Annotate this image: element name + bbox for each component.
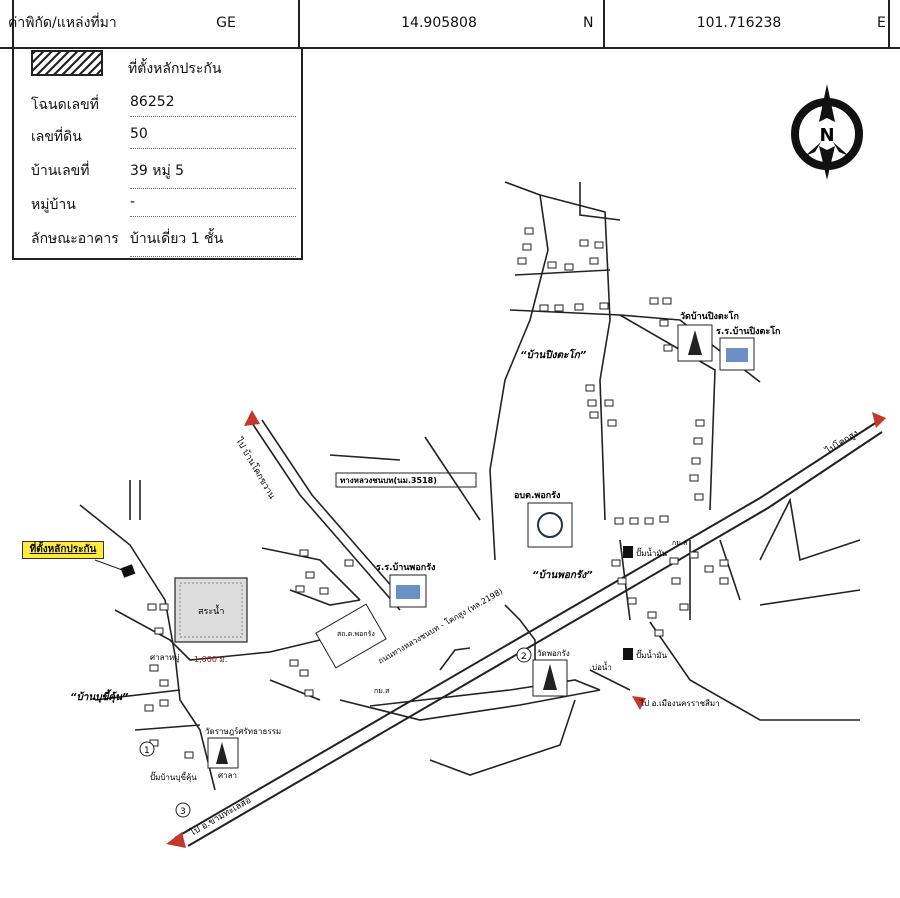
village-bukhum-label: “บ้านบุขี้คุ้น”	[70, 689, 129, 703]
collateral-location-label: ที่ตั้งหลักประกัน	[22, 541, 104, 559]
school-pingtako-label: ร.ร.บ้านปิงตะโก	[716, 325, 781, 337]
info-value: บ้านเดี่ยว 1 ชั้น	[130, 228, 296, 257]
kmor-1-label: กม.ส	[672, 539, 688, 547]
info-row: ลักษณะอาคาร บ้านเดี่ยว 1 ชั้น	[14, 220, 301, 257]
info-label: ลักษณะอาคาร	[31, 231, 119, 247]
gas-station-1-label: ปั๊มน้ำมัน	[636, 547, 668, 558]
to-ampoe-label: ไป อ.ขามทะเลสอ	[187, 795, 253, 839]
village-phokrang-label: “บ้านพอกรัง”	[532, 569, 593, 581]
longitude-dir: E	[877, 15, 886, 31]
marker-3-label: 3	[180, 807, 186, 817]
compass-letter: N	[819, 125, 834, 146]
info-value: 86252	[130, 94, 296, 117]
school-building	[726, 348, 748, 362]
info-label: หมู่บ้าน	[31, 197, 76, 213]
school-building	[396, 585, 420, 599]
emblem-circle	[537, 512, 563, 538]
collateral-legend-swatch	[31, 50, 103, 76]
info-label: เลขที่ดิน	[31, 129, 82, 145]
arrow-northwest-icon	[244, 410, 260, 426]
gas-pump-icon	[623, 648, 633, 660]
marker-1	[139, 741, 155, 757]
well-label: บ่อน้ำ	[592, 661, 612, 672]
gas-station-3-label: ปั๊มบ้านบุขี้คุ้น	[150, 771, 197, 782]
gas-station-2-label: ปั๊มน้ำมัน	[636, 649, 668, 660]
info-value: -	[130, 194, 296, 217]
compass-icon: N	[791, 84, 863, 180]
building-blocks	[144, 227, 729, 759]
gas-pump-icon	[623, 546, 633, 558]
temple-pingtako-label: วัดบ้านปิงตะโก	[680, 310, 739, 322]
marker-1-label: 1	[144, 746, 150, 756]
divider	[603, 0, 605, 48]
divider	[12, 0, 14, 48]
obt-emblem-icon	[527, 502, 573, 548]
rural-road-label-box	[335, 472, 477, 488]
to-khokkhwan-label: ไป บ้านโคกขวาน	[233, 435, 277, 501]
info-label: โฉนดเลขที่	[31, 97, 99, 113]
health-center-box	[315, 603, 387, 669]
latitude-dir: N	[583, 15, 594, 31]
rural-road-label: ทางหลวงชนบท(นม.3518)	[340, 476, 437, 485]
divider	[888, 0, 890, 48]
sala-label: ศาลา	[218, 771, 237, 780]
info-row: หมู่บ้าน -	[14, 186, 301, 218]
to-khoksung-label: ไปโคกสูง	[823, 428, 861, 457]
divider	[0, 47, 900, 49]
arrow-northeast-icon	[872, 412, 886, 428]
pond-shape	[174, 577, 248, 643]
marker-2-label: 2	[521, 652, 527, 662]
temple-spire	[216, 742, 228, 764]
info-row: บ้านเลขที่ 39 หมู่ 5	[14, 152, 301, 189]
temple-rat-label: วัดราษฎร์ศรัทธาธรรม	[205, 726, 281, 736]
village-pingtako-label: “บ้านปิงตะโก”	[520, 348, 587, 361]
info-value: 50	[130, 126, 296, 149]
pond-label: สระน้ำ	[198, 604, 224, 617]
temple-spire	[543, 664, 557, 690]
distance-label: 1,000 ม.	[194, 655, 227, 664]
obt-label: อบต.พอกรัง	[514, 490, 560, 501]
arrow-southwest-icon	[166, 832, 186, 848]
marker-3	[175, 802, 191, 818]
legend-label: ที่ตั้งหลักประกัน	[128, 61, 222, 77]
pond-border	[179, 582, 243, 638]
to-city-label: ไป อ.เมืองนครราชสีมา	[639, 699, 720, 708]
temple-spire	[688, 330, 702, 355]
info-row: เลขที่ดิน 50	[14, 118, 301, 150]
road-network	[79, 181, 883, 847]
kmor-2-label: กม.ส	[374, 687, 390, 695]
arrow-southeast-icon	[632, 696, 646, 710]
divider	[298, 0, 300, 48]
marker-2	[516, 647, 532, 663]
salam-label: ศาลาหมู่	[150, 653, 180, 663]
collateral-marker	[120, 564, 136, 578]
temple-phokrang-label: วัดพอกรัง	[537, 649, 570, 658]
marker-leader-line	[94, 559, 126, 572]
info-value: 39 หมู่ 5	[130, 160, 296, 189]
info-row: โฉนดเลขที่ 86252	[14, 86, 301, 118]
info-label: บ้านเลขที่	[31, 163, 90, 179]
school-phokrang-label: ร.ร.บ้านพอกรัง	[376, 562, 435, 573]
coord-label: ค่าพิกัด/แหล่งที่มา	[8, 15, 117, 31]
health-center-label: สถ.ต.พอกรัง	[337, 630, 375, 638]
property-info-box: ที่ตั้งหลักประกัน โฉนดเลขที่ 86252 เลขที…	[12, 48, 303, 260]
